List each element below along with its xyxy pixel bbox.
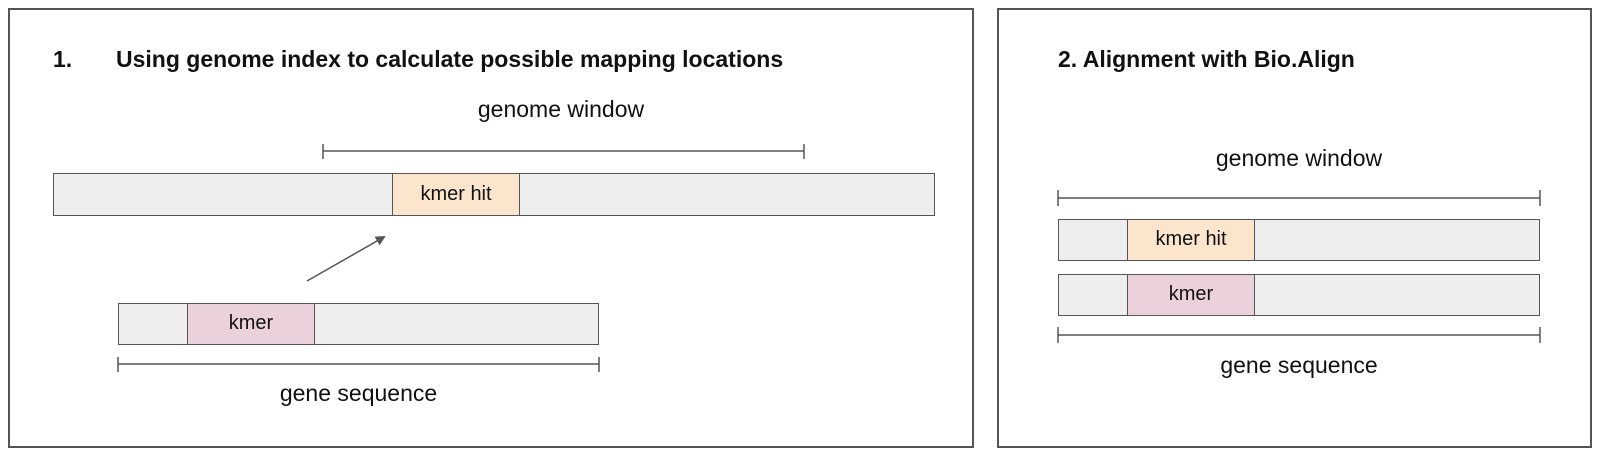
panel1-gene-sequence-bracket <box>117 357 600 372</box>
panel2-kmer: kmer <box>1127 273 1255 316</box>
panel1-step-number: 1. <box>53 46 73 72</box>
panel1-genome-bar: kmer hit <box>53 172 935 216</box>
panel1-genome-window-label: genome window <box>477 96 645 122</box>
panel1-title: Using genome index to calculate possible… <box>116 46 784 72</box>
panel2-genome-window-bracket <box>1057 190 1541 206</box>
panel1-kmer-label: kmer <box>228 312 274 334</box>
panel2-gene-sequence-label: gene sequence <box>1220 352 1378 378</box>
panel1-kmer: kmer <box>187 302 315 345</box>
panel2-kmer-hit-label: kmer hit <box>1155 228 1227 250</box>
panel2-title: 2. Alignment with Bio.Align <box>1058 46 1355 72</box>
panel1-gene-bar: kmer <box>118 302 599 345</box>
panel2-gene-sequence-bracket <box>1057 327 1541 343</box>
panel1-kmer-hit-label: kmer hit <box>420 182 492 205</box>
panel2-kmer-hit: kmer hit <box>1127 218 1255 261</box>
panel2-genome-window-label: genome window <box>1215 145 1383 171</box>
panel2-kmer-label: kmer <box>1168 283 1214 305</box>
panel1-kmer-hit: kmer hit <box>392 172 520 216</box>
panel2-gene-bar: kmer <box>1058 273 1540 316</box>
kmer-mapping-arrow <box>306 236 386 282</box>
panel1-gene-sequence-label: gene sequence <box>279 380 438 406</box>
panel1-genome-window-bracket <box>322 144 805 159</box>
panel2-genome-bar: kmer hit <box>1058 218 1540 261</box>
panel-genome-index <box>8 8 974 448</box>
